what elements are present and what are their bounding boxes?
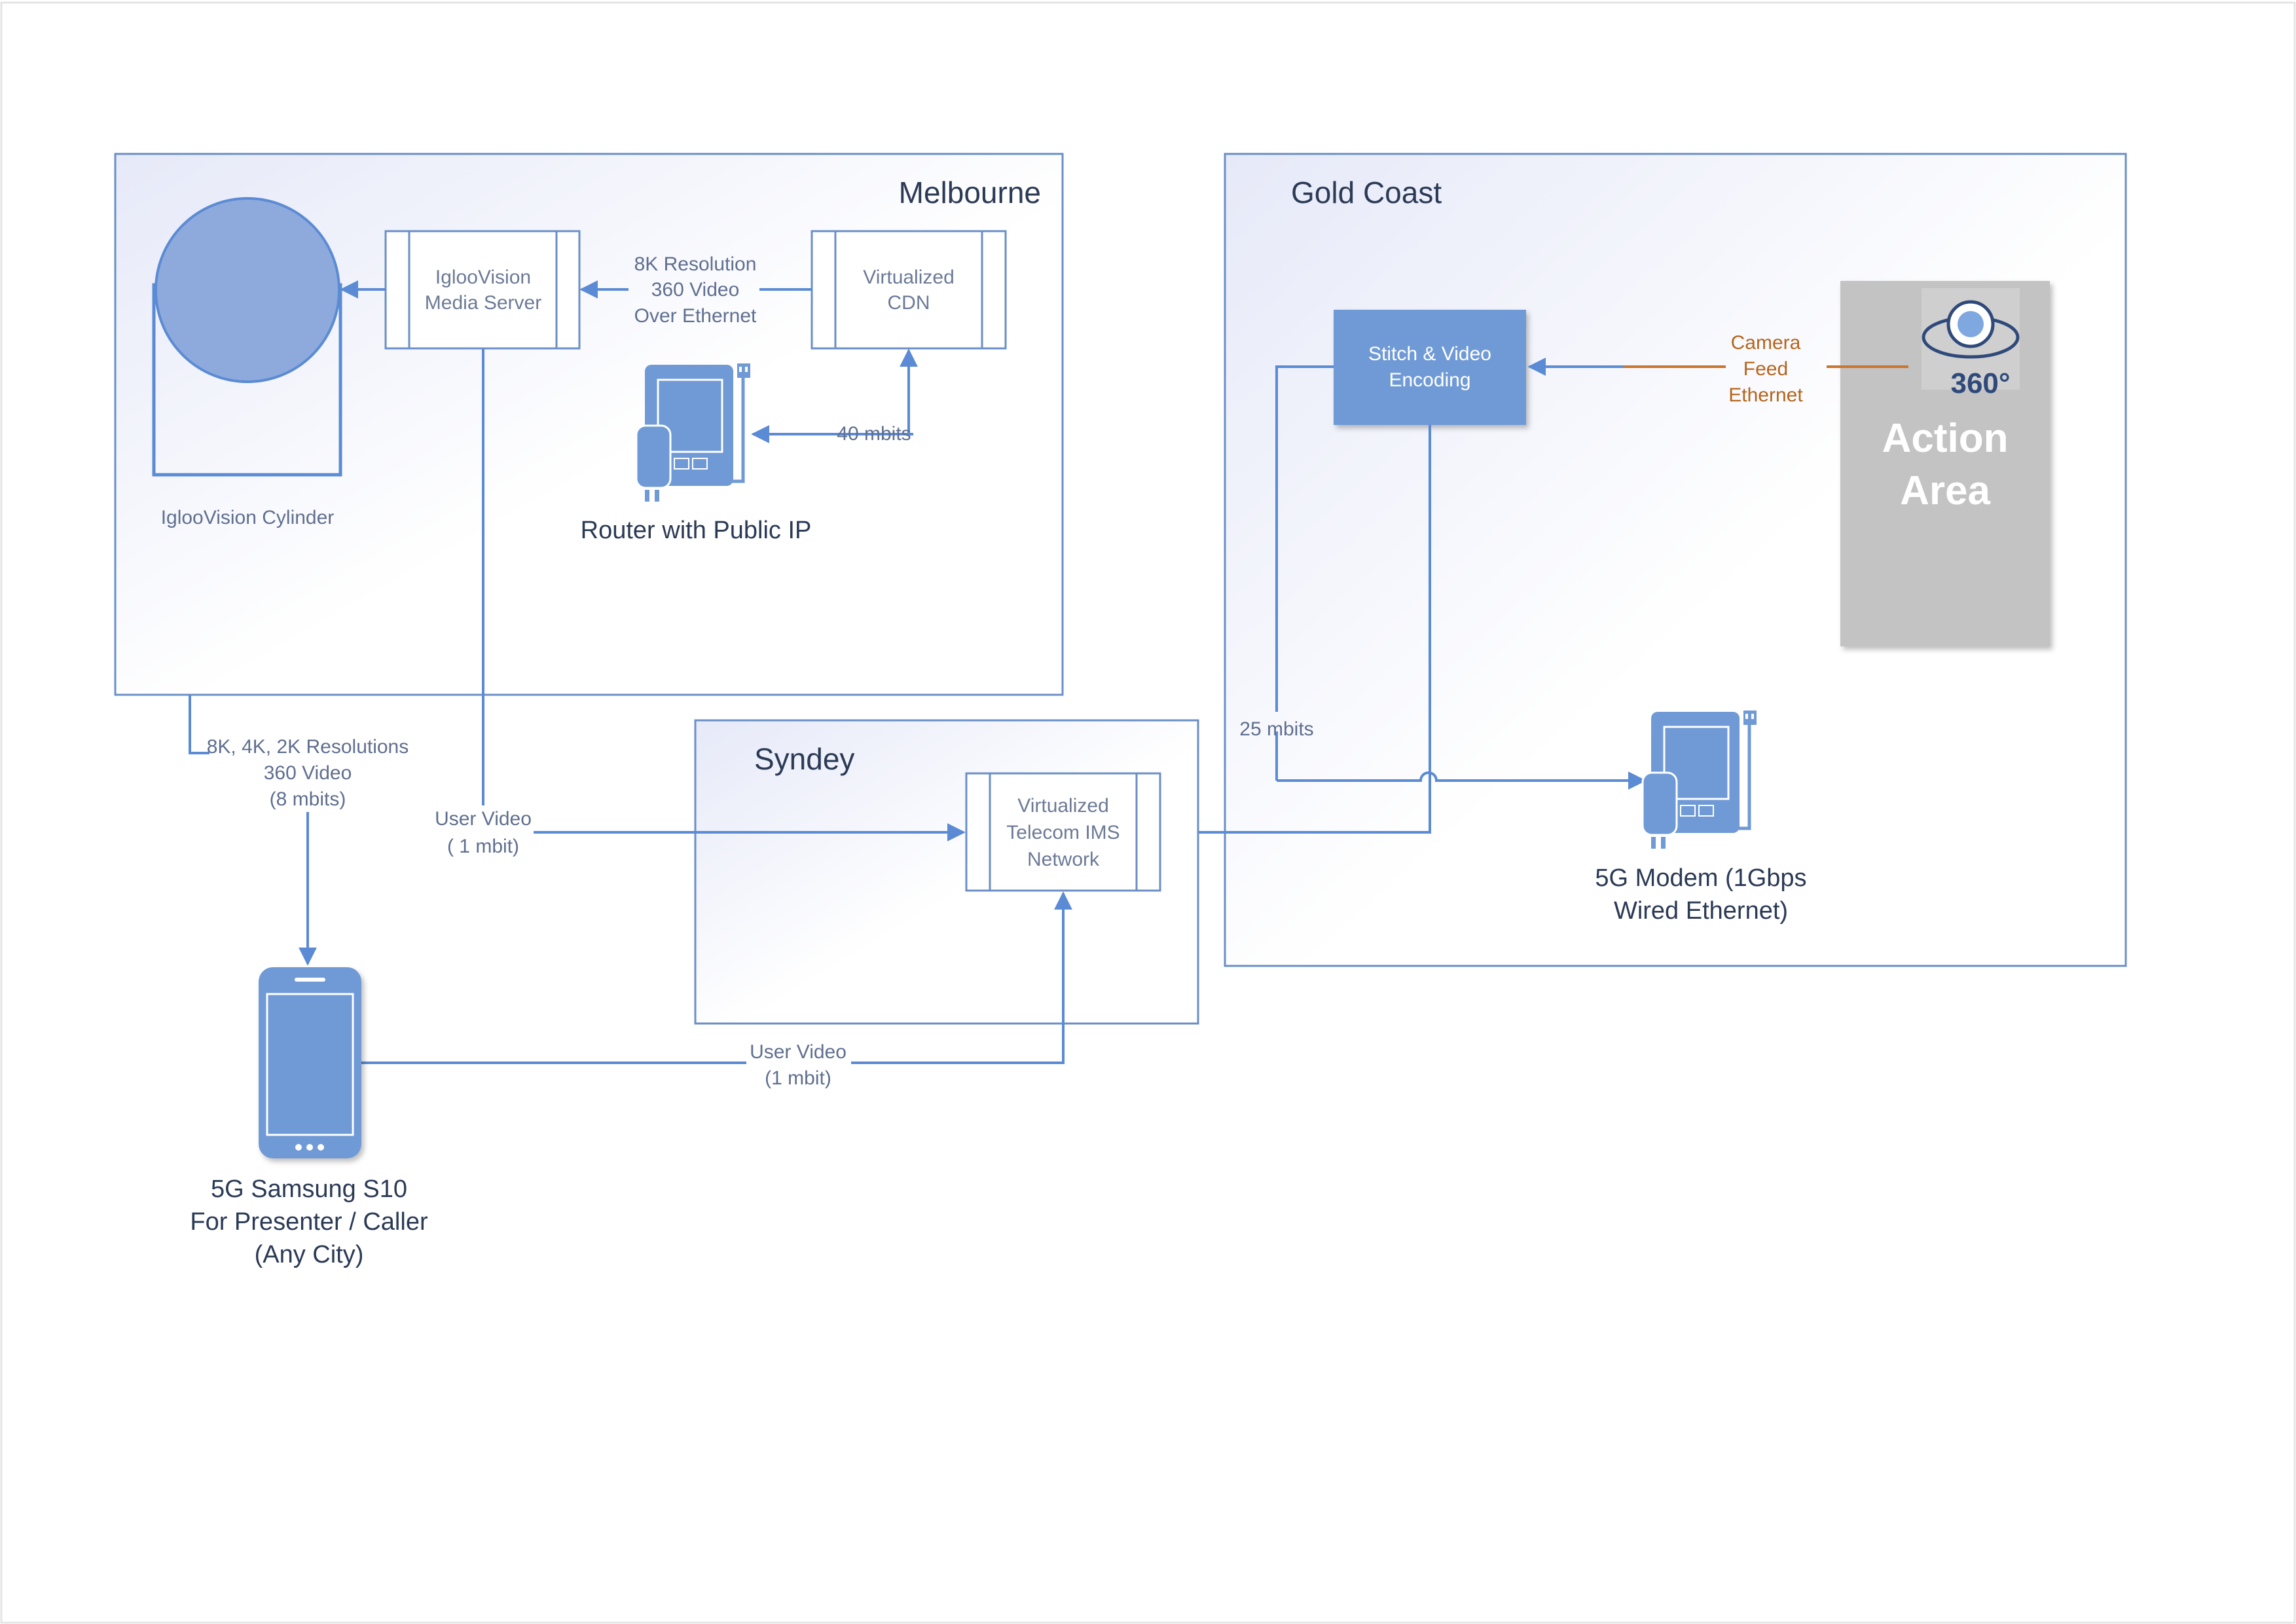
modem-label-1: 5G Modem (1Gbps (1595, 864, 1806, 892)
eight-k-label-2: 360 Video (651, 279, 740, 301)
cdn-label-2: CDN (888, 292, 930, 314)
user-video-bottom-label-1: User Video (750, 1041, 847, 1063)
gold-coast-title: Gold Coast (1291, 175, 1442, 210)
camera-feed-label-2: Feed (1743, 358, 1788, 380)
ims-network-box[interactable]: Virtualized Telecom IMS Network (965, 772, 1161, 892)
user-video-bottom-label-2: (1 mbit) (765, 1067, 831, 1089)
ims-label-2: Telecom IMS (1006, 822, 1120, 843)
stitch-label-2: Encoding (1389, 369, 1470, 391)
stitch-to-modem-path (1275, 365, 1334, 712)
user-video-top-label-1: User Video (435, 808, 532, 830)
cylinder-to-phone-line (189, 695, 210, 754)
eight-k-label-1: 8K Resolution (634, 253, 757, 275)
ims-label-1: Virtualized (1017, 795, 1109, 817)
twenty-five-mbits-label: 25 mbits (1239, 718, 1313, 740)
camera-360-icon[interactable]: 360° (1922, 288, 2020, 399)
igloovision-cylinder[interactable] (152, 197, 342, 477)
action-area-label-1: Action (1882, 416, 2009, 461)
phone-label-1: 5G Samsung S10 (211, 1175, 407, 1203)
stitch-encoding-box[interactable]: Stitch & Video Encoding (1334, 310, 1526, 425)
modem-icon[interactable] (1641, 710, 1757, 849)
phone-label-2: For Presenter / Caller (190, 1208, 428, 1236)
stitch-to-ims-path (1160, 425, 1431, 841)
cylinder-top (155, 197, 340, 383)
camera-feed-label-3: Ethernet (1728, 384, 1803, 406)
modem-label-2: Wired Ethernet) (1614, 897, 1788, 925)
camera-360-badge: 360° (1950, 367, 2010, 399)
camera-feed-label-1: Camera (1731, 332, 1801, 354)
resolutions-label-1: 8K, 4K, 2K Resolutions (207, 736, 409, 758)
router-icon[interactable] (635, 363, 750, 502)
sydney-region: Syndey Virtualized Telecom IMS Network (694, 719, 1199, 1025)
stitch-label-1: Stitch & Video (1368, 343, 1491, 365)
eight-k-label-3: Over Ethernet (634, 305, 757, 327)
phone-to-ims-arrow (851, 891, 1072, 1064)
cdn-label-1: Virtualized (863, 267, 955, 288)
media-server-label-2: Media Server (425, 292, 541, 314)
gold-coast-region: Gold Coast Action Area 360° Stitch & Vid… (1160, 153, 2127, 967)
user-video-top-label-2: ( 1 mbit) (447, 836, 519, 857)
phone-label-3: (Any City) (255, 1241, 364, 1268)
cdn-box[interactable]: Virtualized CDN (811, 230, 1007, 350)
resolutions-label-3: (8 mbits) (270, 788, 346, 810)
sydney-title: Syndey (754, 742, 854, 776)
router-label: Router with Public IP (581, 517, 812, 544)
phone-icon[interactable] (259, 967, 361, 1158)
ims-label-3: Network (1027, 849, 1100, 870)
melbourne-region: Melbourne IglooVision Cylinder IglooVisi… (114, 153, 1064, 696)
media-server-box[interactable]: IglooVision Media Server (384, 230, 581, 350)
action-area-label-2: Area (1900, 468, 1990, 513)
forty-mbits-label: 40 mbits (837, 423, 911, 445)
melbourne-title: Melbourne (899, 175, 1041, 210)
resolutions-label-2: 360 Video (264, 762, 352, 784)
media-server-label-1: IglooVision (435, 267, 531, 288)
cylinder-label: IglooVision Cylinder (161, 507, 335, 528)
